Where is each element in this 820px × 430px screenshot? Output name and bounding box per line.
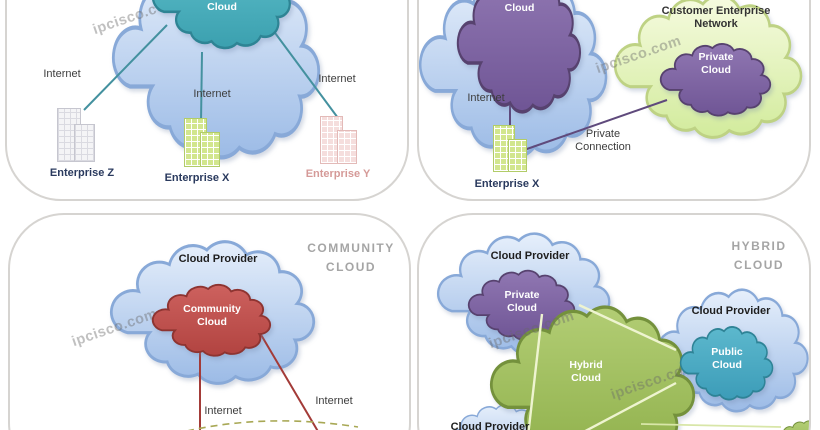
panel-title: HYBRID CLOUD xyxy=(731,239,787,272)
internet-label: Internet xyxy=(467,92,505,104)
internet-label-left: Internet xyxy=(43,68,81,80)
panel-private-cloud: ipcisco.com Cloud Customer Enterprise Ne… xyxy=(417,0,811,201)
community-cloud-label: Community Cloud xyxy=(183,303,241,328)
panel-title: COMMUNITY CLOUD xyxy=(307,241,395,274)
internet-label-right: Internet xyxy=(315,395,353,407)
private-cloud-label: Private Cloud xyxy=(504,289,540,314)
hybrid-cloud-label: Hybrid Cloud xyxy=(569,359,603,384)
enterprise-z-building xyxy=(57,108,95,162)
enterprise-x-label: Enterprise X xyxy=(164,172,230,184)
panel-public-cloud: ipcisco.com Cloud Internet Internet Inte… xyxy=(5,0,409,201)
panel-hybrid-cloud: ipcisco.com ipcisco.com HYBRID CLOUD Clo… xyxy=(417,213,811,430)
enterprise-y-building xyxy=(320,116,357,164)
enterprise-y-label: Enterprise Y xyxy=(305,168,371,180)
public-cloud-label: Public Cloud xyxy=(711,346,743,371)
private-connection-label: Private Connection xyxy=(575,128,631,154)
internet-label-middle: Internet xyxy=(193,88,231,100)
enterprise-x-building xyxy=(493,125,527,172)
cloud-label: Cloud xyxy=(504,2,535,14)
small-green-cloud-shape xyxy=(774,420,809,430)
panel-community-cloud: ipcisco.com COMMUNITY CLOUD Cloud Provid… xyxy=(8,213,411,430)
enterprise-x-label: Enterprise X xyxy=(474,178,540,190)
enterprise-z-label: Enterprise Z xyxy=(49,167,115,179)
internet-label-right: Internet xyxy=(318,73,356,85)
customer-network-label: Customer Enterprise Network xyxy=(661,5,771,31)
private-cloud-top-shape xyxy=(456,0,582,114)
private-cloud-inner-shape xyxy=(659,42,772,117)
cloud-provider-bottom-label: Cloud Provider xyxy=(450,421,530,430)
cloud-provider-right-label: Cloud Provider xyxy=(691,305,771,317)
cloud-provider-label: Cloud Provider xyxy=(178,253,258,265)
internet-label-left: Internet xyxy=(204,405,242,417)
cloud-provider-top-label: Cloud Provider xyxy=(490,250,570,262)
enterprise-x-building xyxy=(184,118,220,167)
private-cloud-label: Private Cloud xyxy=(698,51,734,76)
public-cloud-label: Cloud xyxy=(207,1,237,13)
